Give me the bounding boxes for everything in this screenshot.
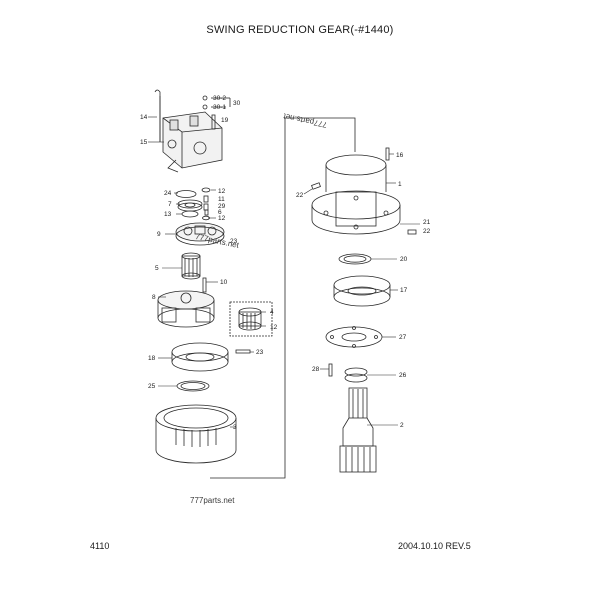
- part-1-housing: [311, 154, 401, 235]
- callout-14: 14: [140, 114, 148, 121]
- part-25-ring: [176, 380, 210, 392]
- callout-12-a: 12: [218, 188, 226, 195]
- callout-13: 13: [164, 211, 172, 218]
- callout-18: 18: [148, 355, 156, 362]
- callout-29: 29: [218, 203, 226, 210]
- part-19-bolt: [211, 114, 216, 130]
- part-18-bearing: [171, 342, 229, 372]
- callout-8: 8: [152, 294, 156, 301]
- part-27-plate: [325, 326, 383, 348]
- diagram-title: SWING REDUCTION GEAR(-#1440): [206, 24, 394, 36]
- callout-24: 24: [164, 190, 172, 197]
- part-20-seal: [338, 253, 372, 265]
- part-28-bolt: [328, 363, 333, 377]
- callout-10: 10: [220, 279, 228, 286]
- callout-30: 30: [233, 100, 241, 107]
- callout-30-2: 30-2: [213, 95, 226, 102]
- part-16-bolt: [385, 147, 390, 161]
- callout-30-1: 30-1: [213, 104, 226, 111]
- part-7-bearing: [177, 199, 203, 212]
- callout-labels: 14 15 30-2 30 30-1 19 24 12 7 11 29 13 6…: [140, 95, 431, 431]
- callout-1: 1: [398, 181, 402, 188]
- part-17-bearing: [333, 275, 391, 307]
- page-number: 4110: [90, 541, 110, 551]
- callout-2: 2: [400, 422, 404, 429]
- callout-16: 16: [396, 152, 404, 159]
- callout-20: 20: [400, 256, 408, 263]
- part-13-washer: [181, 210, 199, 218]
- leader-lines: [148, 116, 420, 428]
- callout-9: 9: [157, 231, 161, 238]
- callout-12-b: 12: [218, 215, 226, 222]
- callout-27: 27: [399, 334, 407, 341]
- part-26-collar: [344, 367, 368, 383]
- part-10-pin: [202, 277, 207, 293]
- parts-small-fasteners: [201, 187, 211, 221]
- callout-12-c: 12: [270, 324, 278, 331]
- callout-21: 21: [423, 219, 431, 226]
- callout-7: 7: [168, 201, 172, 208]
- part-8-carrier-assembly: [157, 290, 215, 328]
- callout-4: 4: [270, 309, 274, 316]
- part-23-pin: [235, 349, 251, 354]
- callout-25: 25: [148, 383, 156, 390]
- callout-22-a: 22: [296, 192, 304, 199]
- callout-26: 26: [399, 372, 407, 379]
- callout-3: 3: [233, 424, 237, 431]
- part-22-plug: [311, 182, 417, 235]
- callout-15: 15: [140, 139, 148, 146]
- callout-28: 28: [312, 366, 320, 373]
- part-5-sun-gear: [181, 252, 201, 280]
- callout-22-b: 22: [423, 228, 431, 235]
- assembly-guide-line: [210, 117, 356, 479]
- callout-5: 5: [155, 265, 159, 272]
- part-9-carrier: [175, 222, 225, 246]
- part-4-planet-gear: [229, 301, 273, 337]
- watermark-top: 777parts.net: [282, 111, 328, 129]
- callout-6: 6: [218, 209, 222, 216]
- callout-23-a: 23: [230, 238, 238, 245]
- part-15-swing-motor: [162, 111, 223, 173]
- callout-23-b: 23: [256, 349, 264, 356]
- part-3-ring-gear: [155, 404, 237, 464]
- watermarks: 777parts.net 777parts.net 777parts.net: [190, 111, 328, 505]
- part-30-fitting: [202, 95, 231, 110]
- part-2-pinion-shaft: [339, 387, 377, 473]
- part-24-o-ring: [175, 190, 197, 198]
- revision-date: 2004.10.10 REV.5: [398, 541, 471, 551]
- watermark-bottom: 777parts.net: [190, 496, 235, 505]
- callout-19: 19: [221, 117, 229, 124]
- callout-11: 11: [218, 196, 225, 203]
- part-14-level-gauge: [154, 89, 161, 142]
- callout-17: 17: [400, 287, 408, 294]
